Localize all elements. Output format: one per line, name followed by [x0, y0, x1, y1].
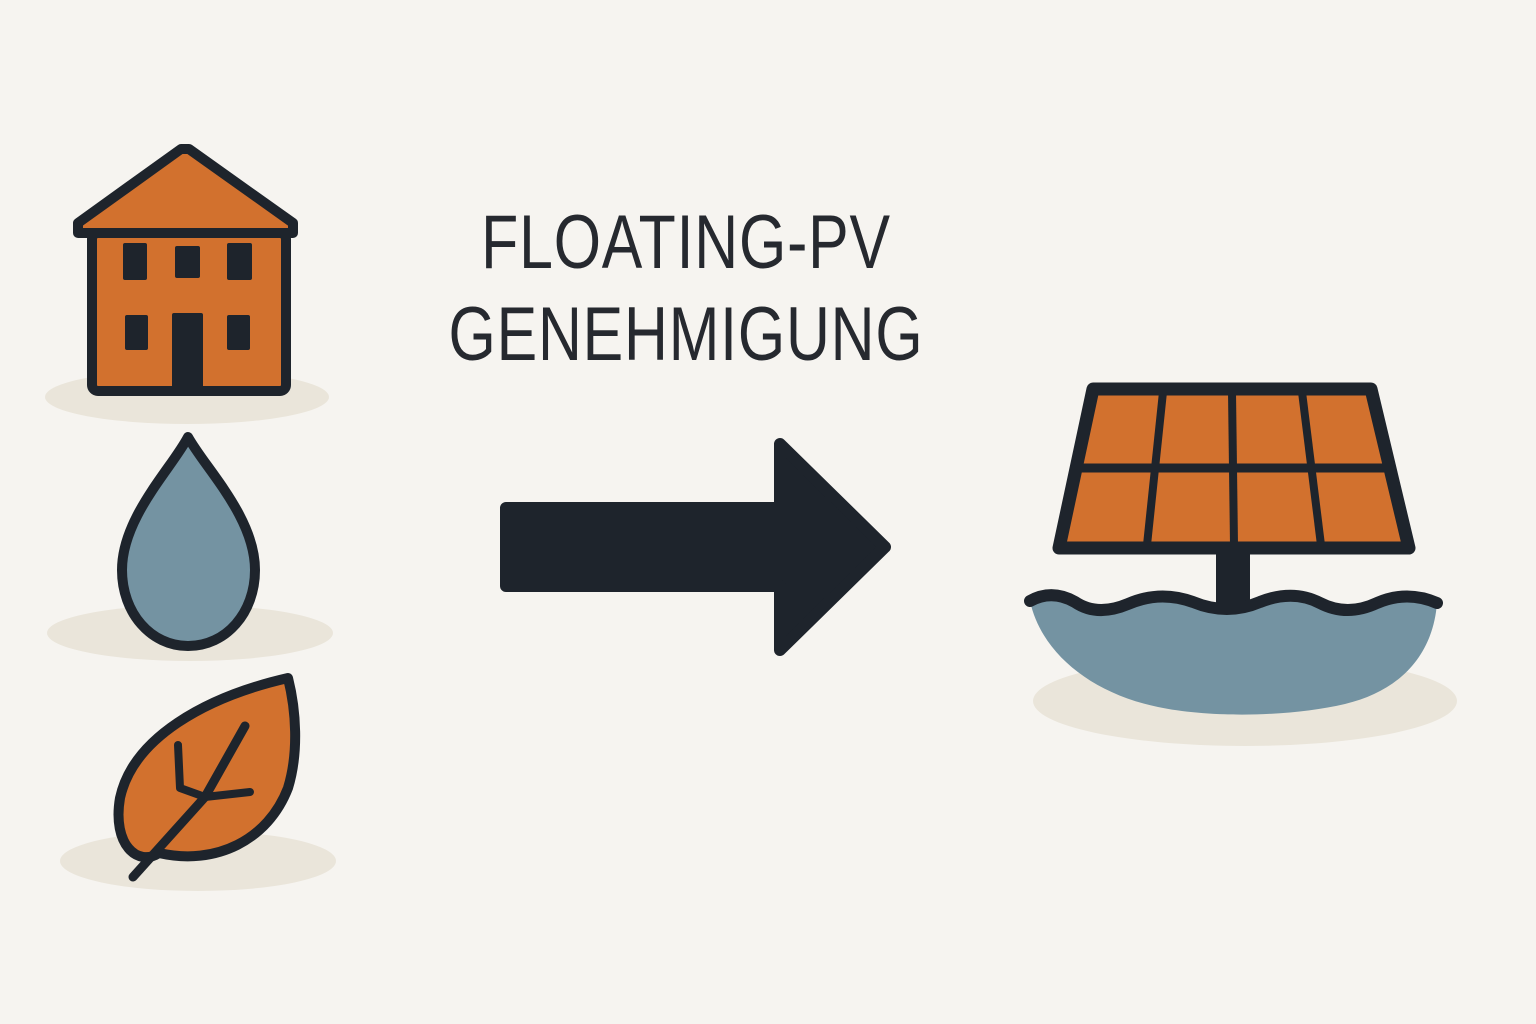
title-line-1: FLOATING-PV	[481, 200, 891, 285]
house-door	[172, 313, 203, 393]
water-wave-line	[1024, 589, 1443, 616]
floating-solar-panel-icon	[1024, 382, 1457, 746]
water-drop-icon	[47, 432, 333, 661]
title-line-2: GENEHMIGUNG	[448, 292, 924, 377]
house-window	[227, 315, 250, 350]
leaf-vein-branch	[201, 788, 254, 801]
house-window	[125, 315, 148, 350]
illustration-title: FLOATING-PV GENEHMIGUNG	[389, 197, 983, 381]
leaf-icon	[60, 673, 336, 891]
arrow-right-icon	[500, 438, 891, 656]
water-surface	[1030, 595, 1437, 715]
house-roof	[73, 144, 298, 238]
leaf-body	[113, 673, 301, 863]
house-window	[227, 243, 252, 280]
water-drop-shape	[117, 432, 260, 651]
leaf-vein-branch	[174, 741, 209, 801]
house-window	[123, 243, 147, 280]
house-icon	[45, 144, 329, 424]
house-window	[175, 246, 200, 278]
